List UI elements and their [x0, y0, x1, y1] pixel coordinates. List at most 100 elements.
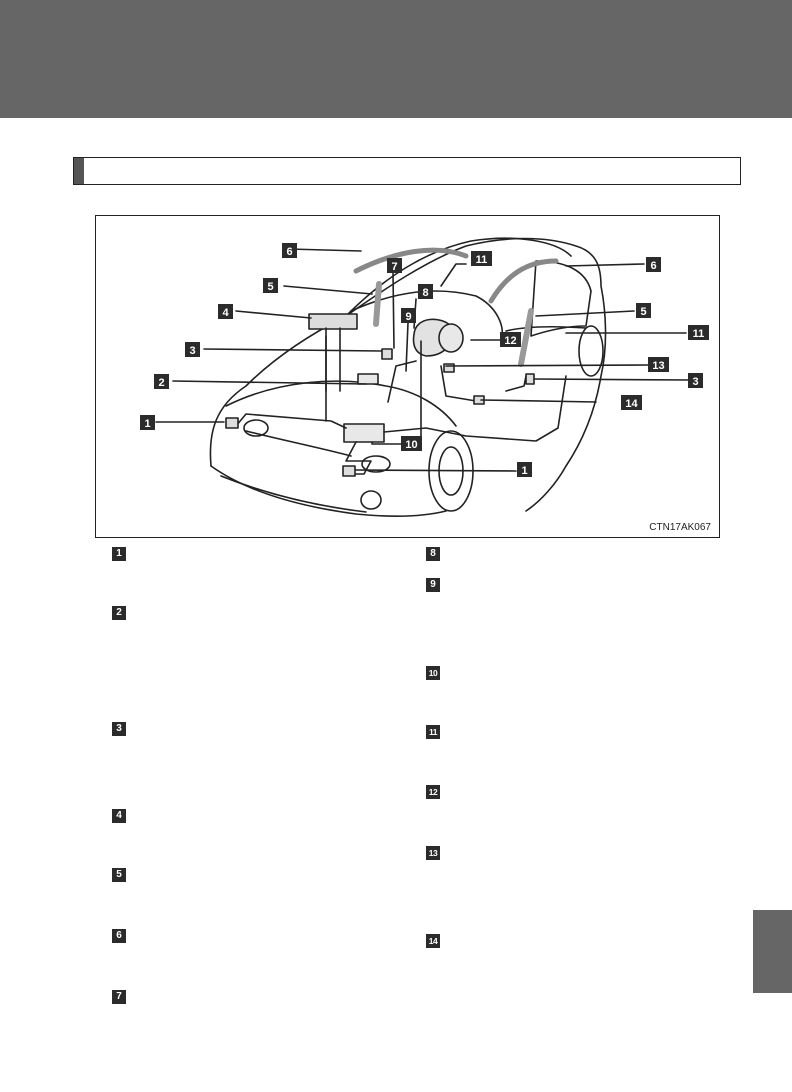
leader-line-3b — [533, 378, 691, 381]
callout-8: 8 — [418, 284, 433, 299]
svg-text:14: 14 — [625, 398, 638, 410]
car-windshield — [350, 290, 503, 342]
svg-text:11: 11 — [693, 328, 705, 340]
callout-5-left: 5 — [263, 278, 278, 293]
callout-6-right: 6 — [646, 257, 661, 272]
car-door-line — [505, 325, 587, 332]
knee-airbag — [308, 313, 358, 330]
airbag-diagram: 6 5 4 3 2 1 7 11 8 9 12 6 5 11 13 3 14 1… — [95, 215, 720, 538]
leader-line-10 — [371, 340, 422, 445]
car-hood-line — [225, 380, 457, 427]
svg-text:5: 5 — [267, 281, 273, 293]
callout-13: 13 — [648, 357, 669, 372]
leader-line-4 — [235, 310, 341, 392]
callout-10: 10 — [401, 436, 422, 451]
wiring-harness-5 — [387, 360, 417, 403]
callout-11-right: 11 — [688, 325, 709, 340]
leader-line-14 — [480, 399, 597, 403]
callout-5-right: 5 — [636, 303, 651, 318]
car-illustration: 6 5 4 3 2 1 7 11 8 9 12 6 5 11 13 3 14 1… — [140, 237, 709, 517]
leader-line-3a — [203, 348, 382, 352]
callout-9: 9 — [401, 308, 416, 323]
callout-2: 2 — [154, 374, 169, 389]
svg-text:6: 6 — [650, 260, 656, 272]
svg-text:2: 2 — [158, 377, 164, 389]
callout-3-right: 3 — [688, 373, 703, 388]
legend-badge-1: 1 — [112, 547, 126, 561]
airbag-ecu — [343, 423, 385, 443]
svg-text:6: 6 — [286, 246, 292, 258]
wiring-harness-2 — [383, 375, 567, 442]
svg-text:1: 1 — [521, 465, 527, 477]
callout-3-left: 3 — [185, 342, 200, 357]
car-side-window — [530, 260, 592, 337]
svg-text:12: 12 — [504, 335, 516, 347]
svg-text:13: 13 — [652, 360, 664, 372]
wiring-harness-6 — [440, 365, 477, 402]
svg-text:4: 4 — [222, 307, 229, 319]
headlight-right — [361, 455, 391, 473]
side-airbag-left — [373, 281, 382, 327]
svg-text:10: 10 — [405, 439, 417, 451]
leader-line-11a — [440, 263, 467, 287]
svg-text:1: 1 — [144, 418, 150, 430]
front-sensor-left — [225, 417, 239, 429]
seatbelt-pretensioner-right — [443, 363, 455, 373]
legend-badge-13: 13 — [426, 846, 440, 860]
leader-line-6a — [288, 248, 362, 252]
section-title-accent — [74, 158, 84, 184]
legend-badge-14: 14 — [426, 934, 440, 948]
callout-14: 14 — [621, 395, 642, 410]
legend-badge-12: 12 — [426, 785, 440, 799]
car-grille — [245, 430, 352, 457]
callout-7: 7 — [387, 258, 402, 273]
leader-line-1b — [355, 469, 517, 472]
callout-6-top: 6 — [282, 243, 297, 258]
curtain-airbag-left — [353, 247, 469, 274]
svg-text:7: 7 — [391, 261, 397, 273]
legend-badge-4: 4 — [112, 809, 126, 823]
wiring-harness — [235, 413, 347, 429]
leader-line-5b — [535, 310, 635, 317]
leader-line-6b — [565, 263, 645, 267]
car-front-bumper — [210, 465, 447, 517]
legend-badge-5: 5 — [112, 868, 126, 882]
car-body-outline — [209, 237, 607, 512]
leader-line-2 — [172, 380, 367, 385]
svg-text:9: 9 — [405, 311, 411, 323]
svg-text:11: 11 — [476, 254, 488, 266]
svg-text:8: 8 — [422, 287, 428, 299]
wiring-harness-3 — [345, 441, 372, 475]
side-airbag-right — [518, 308, 534, 367]
callout-12: 12 — [500, 332, 521, 347]
wiring-harness-7 — [505, 375, 527, 392]
svg-text:3: 3 — [692, 376, 698, 388]
section-title-bar — [73, 157, 741, 185]
leader-line-5a — [283, 285, 373, 295]
callout-1-right: 1 — [517, 462, 532, 477]
curtain-airbag-right — [488, 258, 559, 304]
callout-4: 4 — [218, 304, 233, 319]
rear-wheel — [578, 325, 604, 377]
callout-1-left: 1 — [140, 415, 155, 430]
legend-badge-7: 7 — [112, 990, 126, 1004]
sensor-block — [357, 373, 379, 385]
chapter-side-tab — [753, 910, 792, 993]
fog-light — [360, 490, 382, 510]
figure-code: CTN17AK067 — [649, 522, 711, 533]
leader-line-9 — [405, 322, 409, 372]
car-lower-grille — [220, 475, 367, 513]
headlight-left — [243, 419, 269, 437]
legend-badge-6: 6 — [112, 929, 126, 943]
side-sensor-right — [525, 373, 535, 385]
legend-badge-9: 9 — [426, 578, 440, 592]
front-sensor-right — [342, 465, 356, 477]
svg-text:3: 3 — [189, 345, 195, 357]
legend-badge-3: 3 — [112, 722, 126, 736]
page-header-band — [0, 0, 792, 118]
passenger-airbag — [438, 323, 464, 353]
legend-badge-8: 8 — [426, 547, 440, 561]
leader-line-13 — [445, 364, 650, 367]
callout-11-top: 11 — [471, 251, 492, 266]
legend-badge-10: 10 — [426, 666, 440, 680]
